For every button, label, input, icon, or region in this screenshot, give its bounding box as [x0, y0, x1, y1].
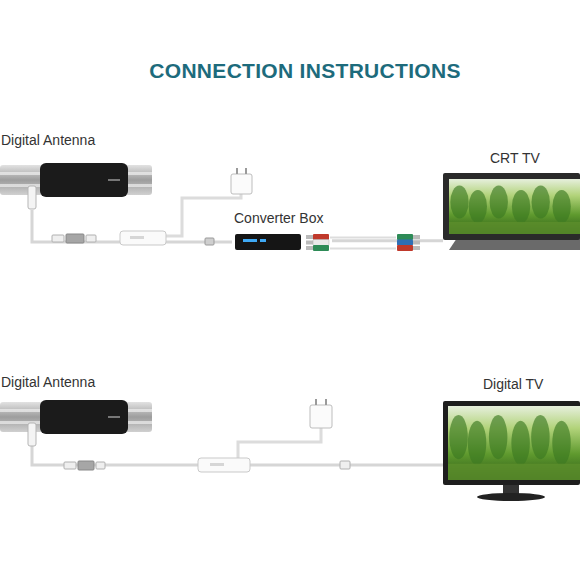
tv-stand	[477, 493, 545, 501]
amplifier	[198, 458, 250, 472]
screen-tree	[511, 421, 529, 465]
converter-illustration	[235, 232, 305, 252]
screen-tree	[532, 186, 550, 219]
coax-connector	[78, 461, 94, 470]
converter-display	[243, 239, 257, 242]
antenna-illustration	[0, 399, 155, 447]
rca-plug	[313, 240, 329, 246]
antenna-node: Digital Antenna	[0, 130, 155, 210]
cable-connector	[32, 210, 232, 242]
antenna-connector	[28, 186, 36, 209]
adapter-prong	[236, 168, 238, 174]
digital-tv-illustration	[443, 400, 580, 502]
screen-tree	[490, 186, 508, 219]
rca-plug-tip	[413, 241, 420, 245]
coax-connector	[205, 238, 214, 245]
amplifier-logo	[210, 463, 224, 466]
screen-tree	[469, 190, 487, 223]
rca-cable	[330, 248, 396, 250]
antenna-body	[40, 400, 128, 434]
screen-grass	[448, 464, 580, 480]
crt-tv-illustration	[443, 172, 580, 252]
rca-plug-tip	[306, 246, 313, 250]
node-label: Digital TV	[483, 376, 543, 392]
amplifier-logo	[130, 236, 144, 239]
screen-tree	[468, 421, 486, 465]
cable-connector	[332, 239, 443, 242]
adapter-prong	[245, 168, 247, 174]
screen-tree	[531, 415, 549, 459]
amplifier	[120, 231, 166, 245]
rca-plug	[397, 240, 413, 246]
converter-display	[260, 239, 266, 242]
converter-body	[235, 234, 301, 250]
coax-connector	[64, 462, 76, 469]
node-label: Digital Antenna	[1, 132, 95, 148]
rca-plug	[397, 245, 413, 251]
coax-connector	[52, 235, 64, 242]
power-cable	[166, 194, 241, 236]
tv-stand	[503, 485, 519, 494]
diagram-title: CONNECTION INSTRUCTIONS	[105, 59, 505, 83]
rca-plug	[313, 245, 329, 251]
adapter-prong	[315, 399, 317, 405]
antenna-logo	[108, 416, 120, 418]
screen-grass	[449, 222, 580, 234]
coax-connector	[96, 462, 105, 469]
rca-plug	[313, 234, 329, 240]
converter-node: Converter Box	[232, 210, 332, 254]
rca-plug-tip	[413, 235, 420, 239]
screen-tree	[449, 415, 467, 459]
antenna-connector	[28, 423, 36, 446]
screen-tree	[552, 421, 570, 465]
coax-connector	[86, 235, 96, 242]
antenna-illustration	[0, 162, 155, 210]
power-adapter	[231, 174, 252, 194]
coax-connector	[66, 234, 84, 243]
rca-plug-tip	[306, 235, 313, 239]
rca-plug-tip	[306, 241, 313, 245]
node-label: CRT TV	[490, 150, 540, 166]
node-label: Digital Antenna	[1, 374, 95, 390]
rca-plug-tip	[413, 246, 420, 250]
screen-tree	[450, 186, 468, 219]
antenna-body	[40, 163, 128, 197]
tv-node: CRT TV	[443, 150, 580, 252]
screen-tree	[552, 190, 570, 223]
tv-frame	[443, 173, 580, 240]
tv-screen	[449, 179, 580, 234]
screen-tree	[512, 190, 530, 223]
node-label: Converter Box	[234, 210, 323, 226]
antenna-node: Digital Antenna	[0, 372, 155, 446]
adapter-prong	[325, 399, 327, 405]
coax-connector	[340, 461, 350, 469]
tv-frame	[443, 401, 580, 485]
rca-plug	[397, 234, 413, 240]
tv-node: Digital TV	[443, 376, 580, 502]
rca-cable	[330, 237, 396, 239]
tv-screen	[448, 406, 580, 480]
antenna-logo	[108, 179, 120, 181]
screen-tree	[489, 415, 507, 459]
power-adapter	[310, 405, 332, 428]
power-cable	[238, 428, 321, 459]
